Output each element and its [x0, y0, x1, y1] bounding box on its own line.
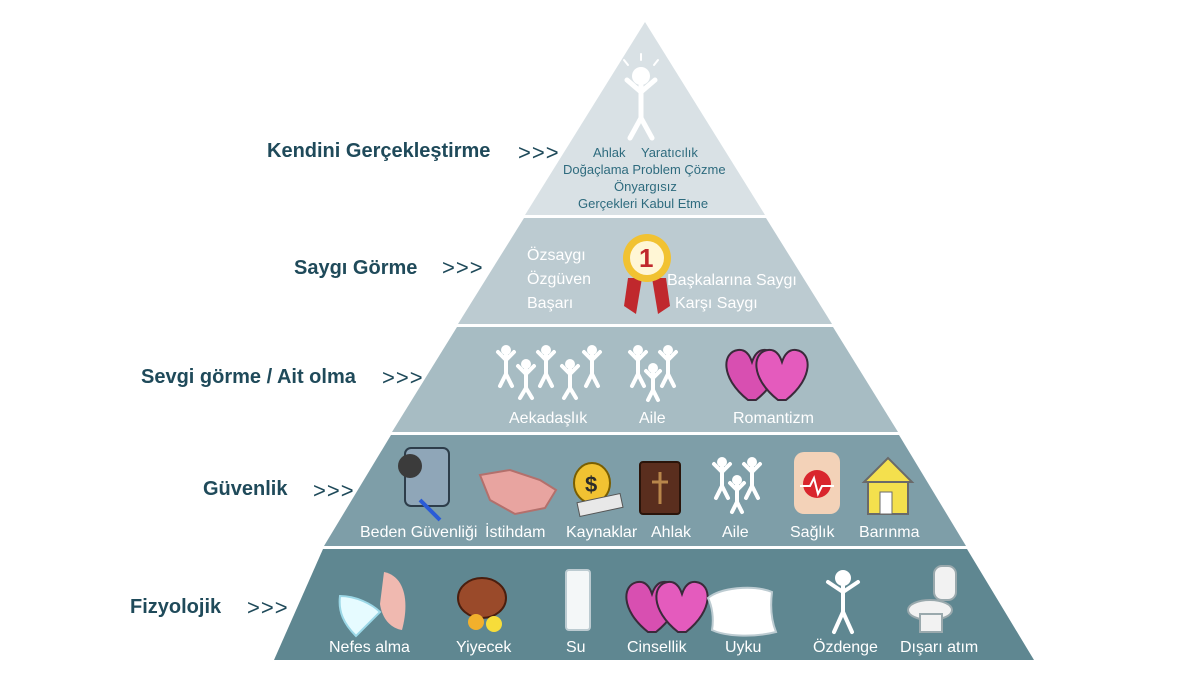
family-icon	[628, 345, 678, 402]
tier1-text-gercekleri: Gerçekleri Kabul Etme	[578, 196, 709, 211]
svg-text:$: $	[585, 472, 597, 497]
breathing-face-icon	[338, 572, 406, 638]
safety-label: Güvenlik	[203, 478, 288, 500]
esteem-confidence: Özgüven	[527, 271, 592, 288]
handshake-icon	[478, 468, 558, 516]
phys-water: Su	[566, 639, 586, 656]
self-actualization-arrows: >>>	[518, 140, 560, 165]
love-friendship: Aekadaşlık	[509, 410, 588, 427]
pillow-icon	[706, 586, 778, 637]
esteem-self-respect: Özsaygı	[527, 247, 586, 264]
esteem-label: Saygı Görme	[294, 257, 418, 279]
phys-food: Yiyecek	[456, 639, 512, 656]
phys-breathing: Nefes alma	[329, 639, 410, 656]
tier1-text-dogaclama: Doğaçlama Problem Çözme	[563, 162, 726, 177]
love-romance: Romantizm	[733, 410, 814, 427]
badge-number: 1	[639, 243, 654, 273]
phys-excretion: Dışarı atım	[900, 639, 979, 656]
safety-family: Aile	[722, 524, 749, 541]
hearts-love-icon	[625, 580, 709, 633]
esteem-mutual-respect: Karşı Saygı	[675, 295, 758, 312]
physiological-label: Fizyolojik	[130, 596, 222, 618]
phys-sleep: Uyku	[725, 639, 762, 656]
love-arrows: >>>	[382, 365, 424, 390]
safety-resources: Kaynaklar	[566, 524, 638, 541]
house-icon	[861, 456, 915, 515]
tier1-text-onyargisiz: Önyargısız	[614, 179, 677, 194]
toilet-icon	[907, 565, 957, 633]
phys-homeostasis: Özdenge	[813, 639, 878, 656]
esteem-achievement: Başarı	[527, 295, 574, 312]
self-actualization-label: Kendini Gerçekleştirme	[267, 140, 491, 162]
money-bag-icon: $	[573, 462, 624, 518]
safety-health: Sağlık	[790, 524, 835, 541]
safety-body: Beden Güvenliği	[360, 524, 478, 541]
friends-icon	[496, 345, 602, 400]
tier1-text-yaraticilik: Yaratıcılık	[641, 145, 698, 160]
body-armor-icon	[398, 447, 450, 522]
safety-employment: İstihdam	[485, 524, 546, 541]
balance-person-icon	[826, 570, 860, 634]
holy-bible-icon	[639, 461, 681, 515]
health-heart-icon	[794, 452, 840, 514]
phys-sex: Cinsellik	[627, 639, 687, 656]
hearts-icon	[725, 348, 809, 401]
esteem-respect-others: Başkalarına Saygı	[667, 272, 797, 289]
food-icon	[457, 577, 507, 632]
enlightened-person-icon	[623, 53, 659, 141]
safety-shelter: Barınma	[859, 524, 920, 541]
love-family: Aile	[639, 410, 666, 427]
love-label: Sevgi görme / Ait olma	[141, 366, 356, 388]
safety-arrows: >>>	[313, 478, 355, 503]
physiological-arrows: >>>	[247, 595, 289, 620]
water-glass-icon	[565, 569, 591, 631]
first-place-ribbon-icon	[623, 234, 671, 314]
tier-self-actualization	[525, 22, 765, 215]
family-safety-icon	[712, 457, 762, 514]
esteem-arrows: >>>	[442, 255, 484, 280]
tier1-text-ahlak: Ahlak	[593, 145, 626, 160]
safety-morality: Ahlak	[651, 524, 692, 541]
